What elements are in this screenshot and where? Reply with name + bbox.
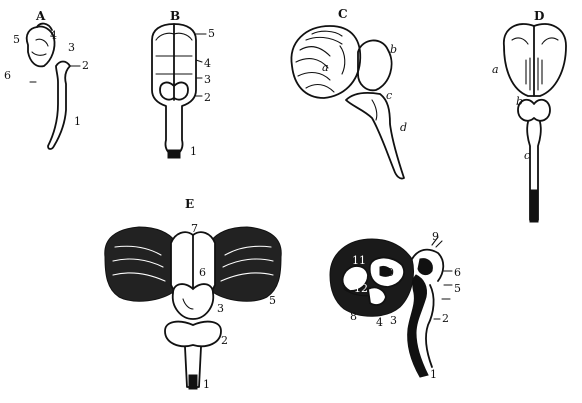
figure-b-label-1: 1: [190, 146, 197, 157]
figure-f-label-5: 5: [454, 283, 461, 294]
figure-d: D a b c: [490, 0, 582, 230]
figure-f-label-1: 1: [430, 369, 437, 380]
figure-d-label-a: a: [492, 64, 499, 75]
figure-f-label-10: 10: [380, 267, 394, 278]
figure-c: C a b c d: [280, 0, 430, 190]
figure-d-caption: D: [534, 10, 544, 22]
figure-f-drawing: [320, 225, 480, 395]
figure-e-label-5: 5: [269, 295, 276, 306]
figure-c-label-d: d: [400, 122, 407, 133]
figure-f-label-4: 4: [376, 317, 383, 328]
figure-b: B 5 4 3 2 1: [130, 0, 230, 165]
figure-a-label-4: 4: [50, 30, 57, 41]
figure-c-label-b: b: [390, 44, 397, 55]
figure-a-label-1: 1: [74, 116, 81, 127]
figure-c-label-a: a: [322, 62, 329, 73]
figure-b-drawing: [130, 0, 230, 165]
figure-a-caption: A: [36, 10, 45, 22]
figure-e: E 7 6 5 3 2 1: [95, 195, 295, 399]
figure-b-label-3: 3: [204, 74, 211, 85]
figure-b-label-5: 5: [208, 28, 215, 39]
figure-d-drawing: [490, 0, 582, 230]
figure-f-label-6: 6: [454, 267, 461, 278]
figure-f-label-8: 8: [350, 311, 357, 322]
figure-d-label-b: b: [516, 96, 523, 107]
figure-f-label-2: 2: [442, 313, 449, 324]
figure-e-label-6: 6: [199, 267, 206, 278]
figure-c-label-c: c: [386, 90, 392, 101]
figure-d-label-c: c: [524, 150, 530, 161]
figure-f-label-3: 3: [390, 315, 397, 326]
figure-c-drawing: [280, 0, 430, 190]
figure-a-label-2: 2: [82, 60, 89, 71]
figure-f-label-9: 9: [432, 231, 439, 242]
figure-e-label-1: 1: [203, 379, 210, 390]
figure-f: 9 11 10 12 8 6 5 4 3 2 1: [320, 225, 480, 395]
figure-a-label-3: 3: [68, 42, 75, 53]
figure-a-label-5: 5: [13, 34, 20, 45]
figure-a-drawing: [0, 0, 120, 160]
figure-c-caption: C: [338, 8, 348, 20]
figure-b-caption: B: [170, 10, 180, 22]
figure-f-label-11: 11: [352, 255, 366, 266]
figure-f-label-12: 12: [354, 283, 368, 294]
figure-b-label-4: 4: [204, 58, 211, 69]
figure-a: A 5 4 3 6 2 1: [0, 0, 120, 160]
figure-e-label-2: 2: [221, 335, 228, 346]
figure-b-label-2: 2: [204, 92, 211, 103]
figure-e-label-7: 7: [191, 223, 198, 234]
figure-a-label-6: 6: [4, 70, 11, 81]
figure-e-label-3: 3: [217, 303, 224, 314]
figure-e-caption: E: [185, 198, 194, 210]
